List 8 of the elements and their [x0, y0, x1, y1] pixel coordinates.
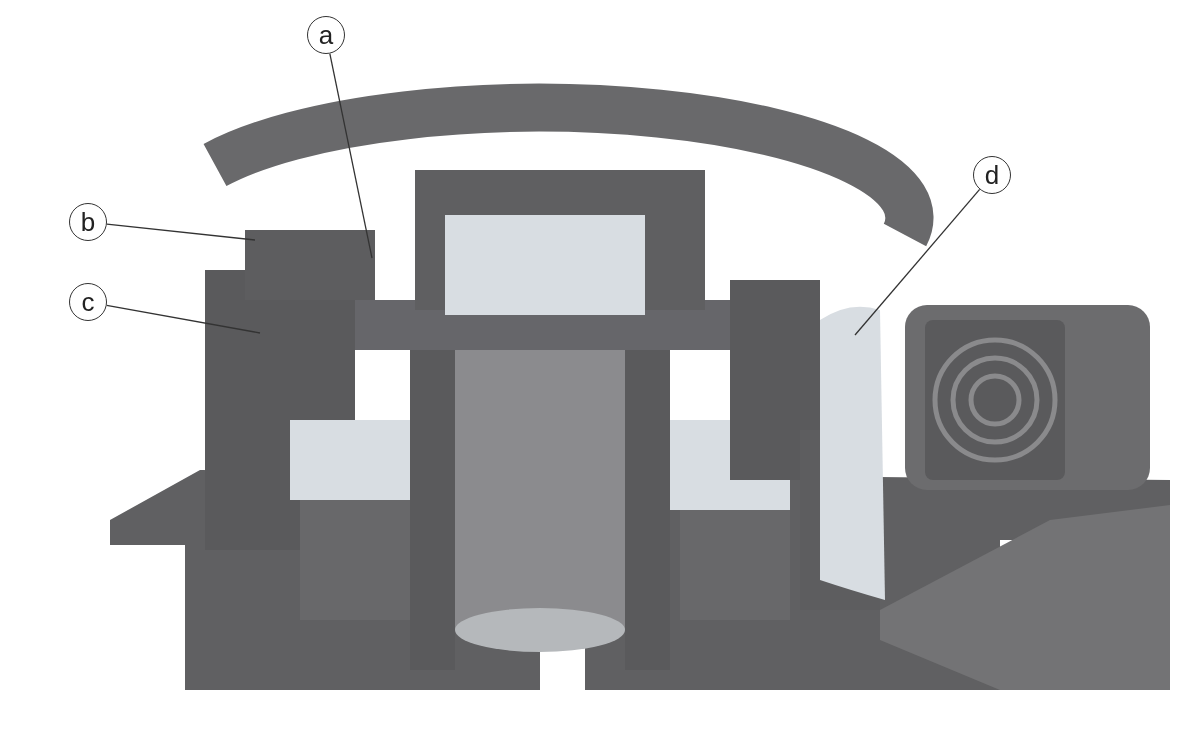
callout-letter: a [307, 16, 345, 54]
leader-line [106, 304, 261, 334]
leader-line [854, 188, 981, 336]
callout-letter: c [69, 283, 107, 321]
leader-line [106, 223, 256, 241]
callout-letter: d [973, 156, 1011, 194]
callout-letter: b [69, 203, 107, 241]
leader-line [329, 52, 373, 259]
